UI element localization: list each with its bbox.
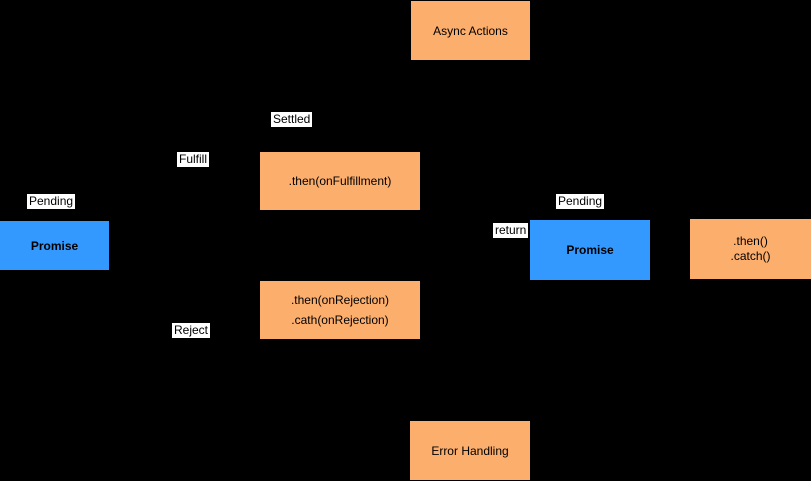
node-cath-onrejection-line2: .cath(onRejection) [291,313,389,327]
node-promise-right-label: Promise [566,243,614,257]
edge-label-pending-left: Pending [27,194,76,209]
node-then-onrejection: .then(onRejection) .cath(onRejection) [260,281,420,339]
node-promise-left-label: Promise [30,238,79,253]
node-promise-left: Promise [0,221,109,270]
edge-label-return: return [493,223,529,238]
node-then-catch-line2: .catch() [730,249,771,263]
node-promise-right: Promise [530,220,650,280]
node-then-catch-line1: .then() [733,234,768,248]
node-then-onrejection-line1: .then(onRejection) [290,293,390,307]
node-error-handling: Error Handling [410,421,530,480]
node-async-actions-label: Async Actions [433,23,508,38]
edge-label-pending-right: Pending [556,194,605,209]
node-then-onfulfillment: .then(onFulfillment) [260,152,420,210]
node-async-actions: Async Actions [411,1,530,60]
node-error-handling-label: Error Handling [431,443,509,458]
edge-label-settled: Settled [271,112,313,127]
edge-label-reject: Reject [172,323,211,338]
edge-label-fulfill: Fulfill [177,152,210,167]
node-then-onfulfillment-label: .then(onFulfillment) [288,174,392,188]
node-then-catch: .then() .catch() [690,219,811,279]
